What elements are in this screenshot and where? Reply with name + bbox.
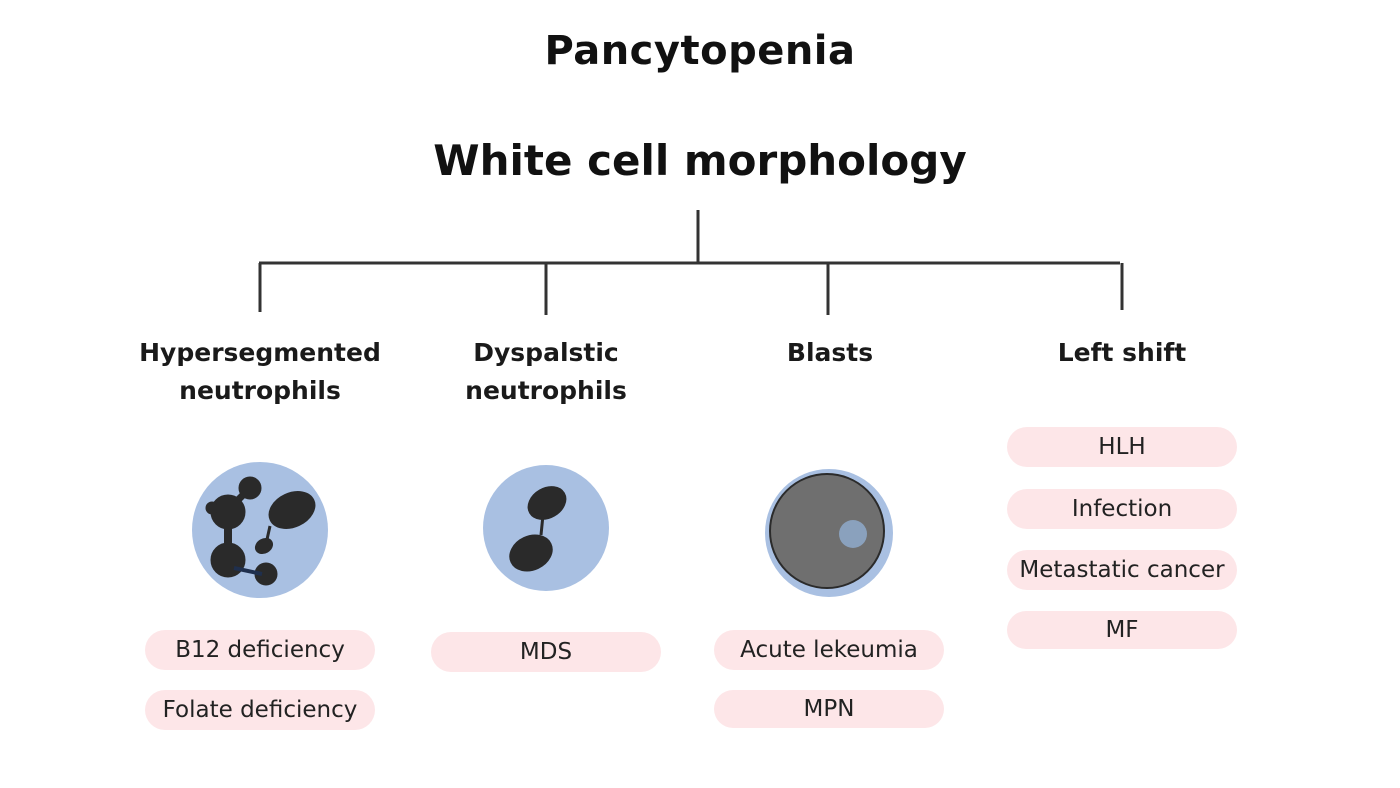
pill-infection: Infection: [1007, 489, 1237, 529]
pill-b12-deficiency: B12 deficiency: [145, 630, 375, 670]
heading-left-shift: Left shift: [1057, 338, 1187, 367]
pill-metastatic-cancer: Metastatic cancer: [1007, 550, 1237, 590]
blast-cell-icon: [765, 469, 893, 597]
pill-mf: MF: [1007, 611, 1237, 649]
diagram-subtitle: White cell morphology: [433, 136, 967, 185]
pill-mpn: MPN: [714, 690, 944, 728]
pill-folate-deficiency: Folate deficiency: [145, 690, 375, 730]
dysplastic-neutrophil-icon: [483, 465, 609, 591]
pill-mds: MDS: [431, 632, 661, 672]
hypersegmented-neutrophil-icon: [192, 462, 328, 598]
pill-acute-leukemia: Acute lekeumia: [714, 630, 944, 670]
heading-hypersegmented-neutrophils: Hypersegmented neutrophils: [139, 338, 381, 405]
pill-hlh: HLH: [1007, 427, 1237, 467]
page-title: Pancytopenia: [544, 28, 856, 74]
heading-dysplastic-neutrophils: Dyspalstic neutrophils: [465, 338, 627, 405]
heading-blasts: Blasts: [786, 338, 874, 367]
